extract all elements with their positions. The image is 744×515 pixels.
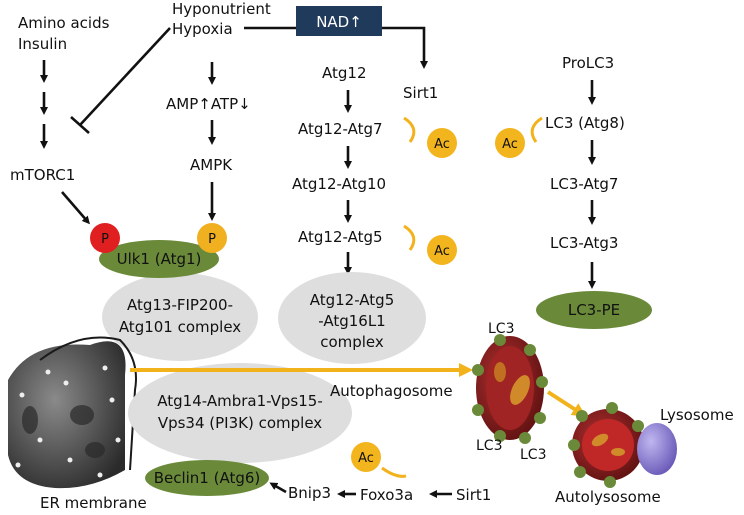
ulk1-label: Ulk1 (Atg1)	[117, 250, 202, 268]
atg13-complex-oval	[102, 273, 258, 361]
phospho-text-orange: P	[208, 232, 216, 247]
acetyl-badge-foxo3a	[351, 442, 381, 472]
arrow-mtorc1-ulk1	[61, 191, 90, 225]
ampk-label: AMPK	[190, 156, 233, 174]
atg12-label: Atg12	[322, 64, 367, 82]
ulk1-oval	[99, 240, 219, 278]
atg13-line1: Atg13-FIP200-	[127, 296, 233, 314]
phospho-text-red: P	[101, 232, 109, 247]
autolysosome-label: Autolysosome	[555, 488, 661, 506]
atg12-atg5-label: Atg12-Atg5	[298, 228, 383, 246]
lysosome-illustration	[637, 423, 677, 475]
acetyl-hook-foxo3a	[381, 466, 407, 478]
acetyl-badge-lc3	[495, 128, 525, 158]
acetyl-hook-lc3	[530, 116, 543, 143]
er-membrane-illustration	[8, 336, 137, 489]
flow-arrow-autophagosome-autolysosome	[546, 390, 587, 417]
amp-atp-label: AMP↑ATP↓	[166, 95, 251, 113]
acetyl-badge-atg7	[427, 128, 457, 158]
arrow-nad-sirt1	[382, 26, 428, 69]
beclin1-oval	[145, 460, 269, 496]
acetyl-badge-atg5	[427, 235, 457, 265]
hypoxia-label: Hypoxia	[172, 20, 233, 38]
sirt1-top-label: Sirt1	[403, 84, 438, 102]
inhibit-hypoxia-mtorc1	[79, 27, 171, 126]
atg14-complex-oval	[128, 363, 352, 463]
nad-label: NAD↑	[316, 13, 362, 31]
acetyl-hook-atg7	[403, 116, 416, 143]
acetyl-text-lc3: Ac	[502, 137, 518, 152]
atg16-complex-oval	[278, 272, 426, 364]
lc3-label-right: LC3	[520, 447, 546, 463]
lc3-pe-label: LC3-PE	[568, 301, 620, 319]
atg12-atg7-label: Atg12-Atg7	[298, 120, 383, 138]
insulin-label: Insulin	[18, 35, 67, 53]
phospho-badge-ampk	[197, 223, 227, 253]
autolysosome-illustration	[568, 402, 644, 488]
atg14-line2: Vps34 (PI3K) complex	[158, 414, 322, 432]
lc3-label-top: LC3	[488, 321, 514, 337]
bnip3-label: Bnip3	[288, 484, 331, 502]
foxo3a-label: Foxo3a	[360, 486, 413, 504]
atg16-line1: Atg12-Atg5	[310, 291, 395, 309]
er-membrane-label: ER membrane	[40, 494, 147, 512]
phospho-badge-mtorc1	[90, 223, 120, 253]
beclin1-label: Beclin1 (Atg6)	[154, 469, 261, 487]
inhibit-bar	[70, 116, 90, 134]
prolc3-label: ProLC3	[562, 54, 614, 72]
acetyl-text-atg7: Ac	[434, 137, 450, 152]
lc3-atg7-label: LC3-Atg7	[550, 175, 618, 193]
atg13-line2: Atg101 complex	[119, 318, 241, 336]
atg16-line2: -Atg16L1	[318, 312, 385, 330]
atg16-line3: complex	[320, 333, 384, 351]
lc3-atg3-label: LC3-Atg3	[550, 234, 618, 252]
acetyl-text-atg5: Ac	[434, 244, 450, 259]
amino-acids-label: Amino acids	[18, 14, 110, 32]
lc3-pe-oval	[536, 291, 652, 329]
atg14-line1: Atg14-Ambra1-Vps15-	[157, 392, 323, 410]
hyponutrient-label: Hyponutrient	[172, 0, 271, 18]
arrow-bnip3-beclin1	[269, 482, 287, 494]
acetyl-text-foxo3a: Ac	[358, 451, 374, 466]
nad-box	[296, 6, 382, 36]
lc3-label-left: LC3	[476, 438, 502, 454]
lc3-atg8-label: LC3 (Atg8)	[545, 114, 625, 132]
lysosome-label: Lysosome	[660, 406, 734, 424]
autophagosome-label: Autophagosome	[330, 382, 453, 400]
autophagosome-illustration	[472, 334, 548, 444]
acetyl-hook-atg5	[403, 224, 416, 251]
atg12-atg10-label: Atg12-Atg10	[292, 175, 386, 193]
mtorc1-label: mTORC1	[10, 166, 75, 184]
sirt1-bottom-label: Sirt1	[456, 486, 491, 504]
